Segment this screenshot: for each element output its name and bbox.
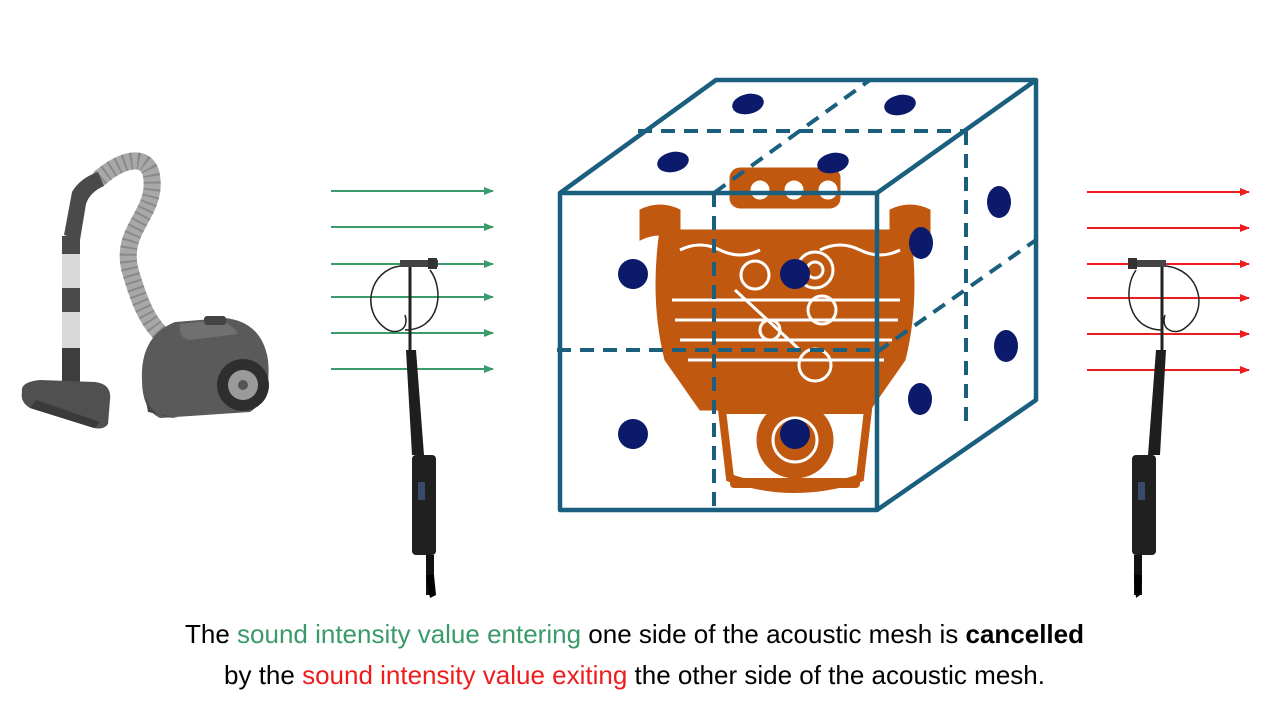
mesh-point: [618, 419, 648, 449]
entering-intensity-arrows: [331, 187, 494, 373]
mesh-point: [908, 383, 932, 415]
caption-line-2: by the sound intensity value exiting the…: [0, 655, 1269, 696]
caption-text: the other side of the acoustic mesh.: [627, 660, 1045, 690]
mesh-point: [618, 259, 648, 289]
entering-phrase: sound intensity value entering: [237, 619, 582, 649]
mesh-point: [909, 227, 933, 259]
caption-text: one side of the acoustic mesh is: [581, 619, 966, 649]
mesh-point: [817, 152, 849, 174]
caption-line-1: The sound intensity value entering one s…: [0, 614, 1269, 655]
mesh-point: [657, 151, 689, 173]
cancelled-emphasis: cancelled: [965, 619, 1084, 649]
caption-text: by the: [224, 660, 303, 690]
acoustic-mesh-cube: [557, 77, 1039, 513]
mesh-point: [884, 94, 916, 116]
mesh-point: [987, 186, 1011, 218]
mesh-point: [994, 330, 1018, 362]
mesh-point: [732, 93, 764, 115]
intensity-probe-icon: [370, 258, 439, 598]
mesh-point: [780, 259, 810, 289]
vacuum-cleaner-icon: [21, 152, 269, 429]
acoustic-mesh-diagram: [21, 77, 1250, 598]
mesh-point: [780, 419, 810, 449]
caption: The sound intensity value entering one s…: [0, 614, 1269, 696]
mesh-points: [618, 93, 1018, 449]
intensity-probe-icon: [1128, 258, 1200, 598]
exiting-phrase: sound intensity value exiting: [302, 660, 628, 690]
exiting-intensity-arrows: [1087, 188, 1250, 374]
caption-text: The: [185, 619, 238, 649]
